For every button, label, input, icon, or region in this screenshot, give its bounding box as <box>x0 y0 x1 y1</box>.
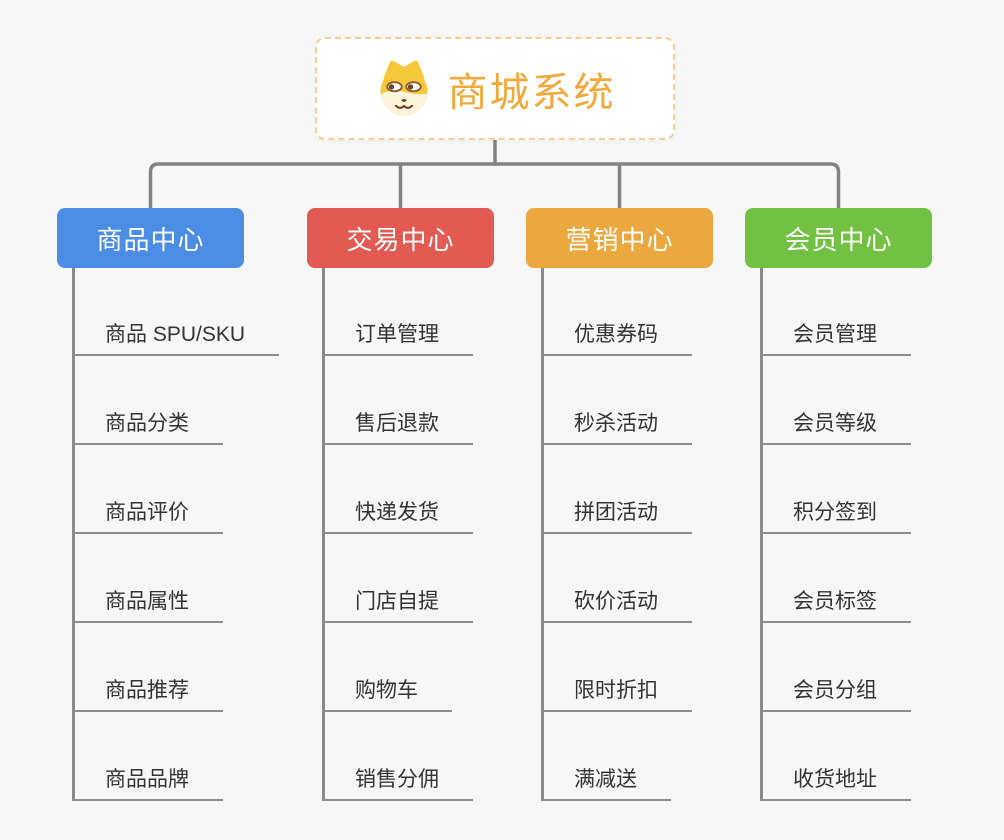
branch-trunk-line <box>72 268 75 801</box>
leaf-topic[interactable]: 商品品牌 <box>72 767 223 801</box>
leaf-topic[interactable]: 会员标签 <box>760 589 911 623</box>
branch-topic-marketing-center[interactable]: 营销中心 <box>526 208 713 268</box>
branch-trunk-line <box>541 268 544 801</box>
branch-topic-label: 商品中心 <box>96 224 205 255</box>
root-topic[interactable]: 商城系统 <box>315 37 675 140</box>
leaf-topic[interactable]: 会员管理 <box>760 322 911 356</box>
leaf-topic[interactable]: 优惠券码 <box>541 322 692 356</box>
branch-topic-label: 交易中心 <box>346 224 455 255</box>
leaf-topic[interactable]: 满减送 <box>541 767 671 801</box>
leaf-topic[interactable]: 拼团活动 <box>541 500 692 534</box>
branch-topic-label: 会员中心 <box>784 224 893 255</box>
leaf-topic[interactable]: 会员分组 <box>760 678 911 712</box>
branch-topic-trade-center[interactable]: 交易中心 <box>307 208 494 268</box>
root-topic-title: 商城系统 <box>447 70 616 115</box>
leaf-topic[interactable]: 售后退款 <box>322 411 473 445</box>
leaf-topic[interactable]: 销售分佣 <box>322 767 473 801</box>
leaf-topic[interactable]: 会员等级 <box>760 411 911 445</box>
leaf-topic[interactable]: 商品评价 <box>72 500 223 534</box>
leaf-topic[interactable]: 限时折扣 <box>541 678 692 712</box>
dog-face-icon <box>375 59 433 118</box>
leaf-topic[interactable]: 门店自提 <box>322 589 473 623</box>
leaf-topic[interactable]: 快递发货 <box>322 500 473 534</box>
branch-topic-label: 营销中心 <box>565 224 674 255</box>
leaf-topic[interactable]: 积分签到 <box>760 500 911 534</box>
branch-topic-member-center[interactable]: 会员中心 <box>745 208 932 268</box>
branch-trunk-line <box>760 268 763 801</box>
leaf-topic[interactable]: 收货地址 <box>760 767 911 801</box>
leaf-topic[interactable]: 购物车 <box>322 678 452 712</box>
leaf-topic[interactable]: 商品推荐 <box>72 678 223 712</box>
branch-topic-product-center[interactable]: 商品中心 <box>57 208 244 268</box>
leaf-topic[interactable]: 商品属性 <box>72 589 223 623</box>
branch-trunk-line <box>322 268 325 801</box>
leaf-topic[interactable]: 订单管理 <box>322 322 473 356</box>
leaf-topic[interactable]: 商品分类 <box>72 411 223 445</box>
leaf-topic[interactable]: 秒杀活动 <box>541 411 692 445</box>
leaf-topic[interactable]: 砍价活动 <box>541 589 692 623</box>
leaf-topic[interactable]: 商品 SPU/SKU <box>72 322 280 356</box>
